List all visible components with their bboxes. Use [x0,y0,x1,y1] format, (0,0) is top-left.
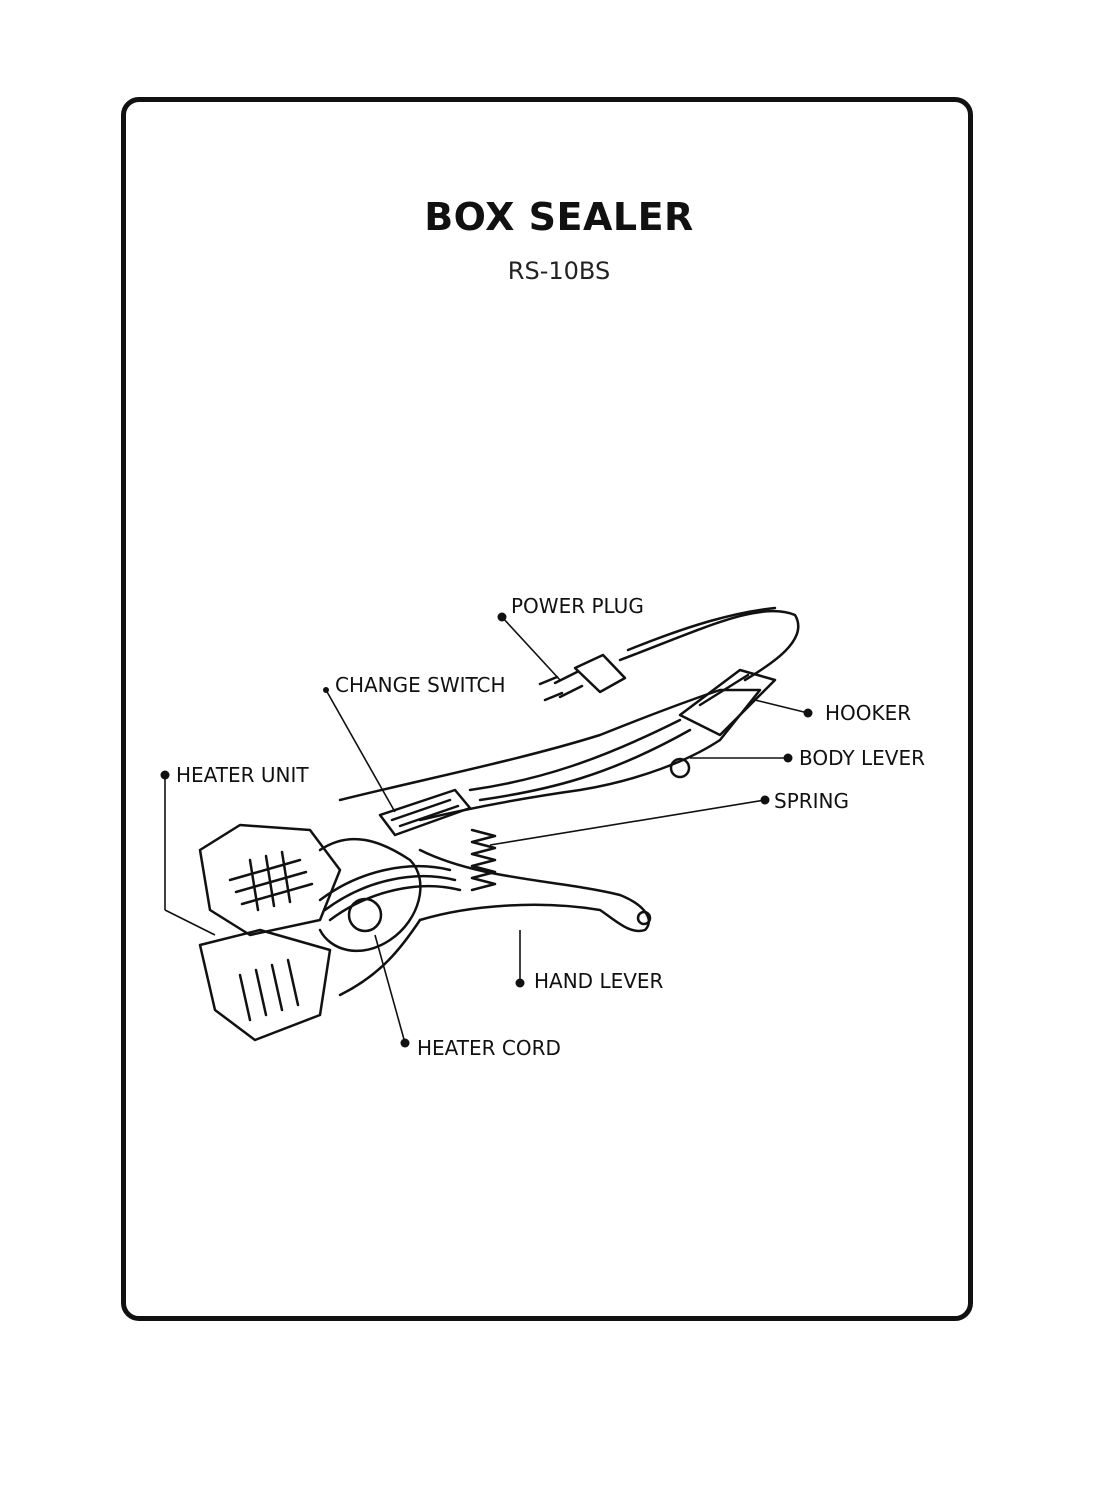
label-power-plug: POWER PLUG [511,594,644,618]
page-title: BOX SEALER [424,195,694,239]
label-hooker: HOOKER [825,701,911,725]
label-body-lever: BODY LEVER [799,746,925,770]
label-hand-lever: HAND LEVER [534,969,664,993]
label-change-switch: CHANGE SWITCH [335,673,506,697]
model-number: RS-10BS [507,257,611,285]
spring-coil [470,828,497,892]
power-cord-inner [626,606,777,652]
hooker-shape [678,668,777,737]
power-plug-body [573,653,627,694]
hand-lever-outline [418,848,651,933]
label-spring: SPRING [774,789,849,813]
heater-unit-upper [198,823,342,937]
change-switch-box [378,788,472,837]
power-cord [618,609,800,682]
body-lever-outline [338,688,762,822]
heater-unit-lower [198,928,332,1042]
label-heater-unit: HEATER UNIT [176,763,309,787]
page-border [121,97,973,1321]
body-lever-pivot [669,757,691,779]
heater-cord-wires [318,865,462,922]
label-heater-cord: HEATER CORD [417,1036,561,1060]
